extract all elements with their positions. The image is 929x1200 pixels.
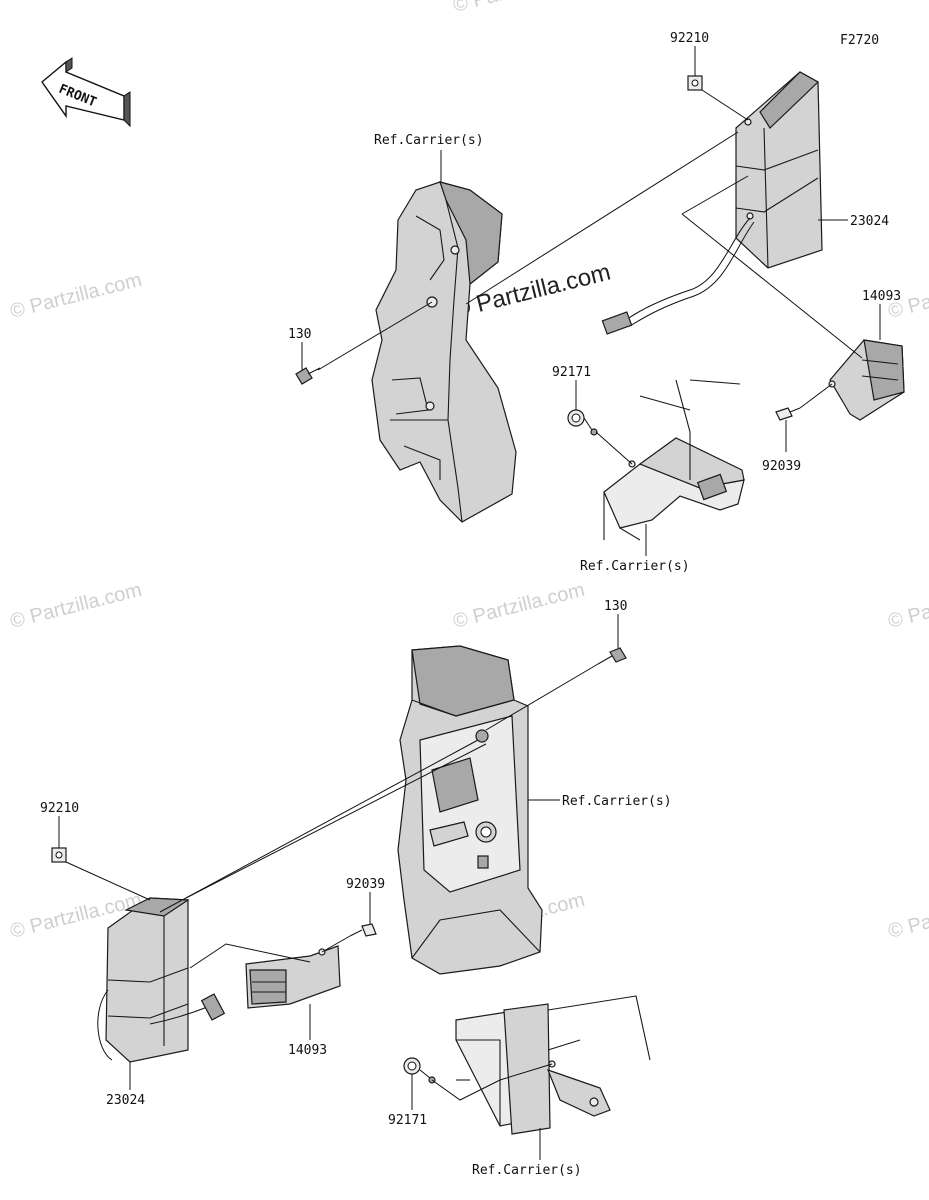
carrier-bracket-top: [603, 379, 745, 541]
front-arrow-icon: FRONT: [41, 57, 131, 128]
clamp-92171-bottom-icon: [403, 1057, 436, 1084]
label-ref-carrier-top-bottom: Ref.Carrier(s): [580, 559, 690, 574]
diagram-code: F2720: [840, 33, 879, 48]
watermark-text: © Partzilla.com: [886, 579, 929, 633]
label-ref-carrier-bottom-right: Ref.Carrier(s): [562, 794, 672, 809]
label-92210-bottom: 92210: [40, 801, 79, 816]
label-14093-bottom: 14093: [288, 1043, 327, 1058]
part-labels: 92210 Ref.Carrier(s) 23024 14093 130 921…: [40, 31, 901, 1178]
lens-14093-bottom: [245, 945, 341, 1009]
leader-lines-bottom: [58, 614, 619, 1160]
carrier-bracket-bottom: [455, 995, 651, 1135]
label-23024-top: 23024: [850, 214, 889, 229]
label-92171-top: 92171: [552, 365, 591, 380]
clamp-92171-top-icon: [567, 409, 598, 436]
leader-lines-top: [301, 46, 881, 556]
label-130-top: 130: [288, 327, 311, 342]
label-130-bottom: 130: [604, 599, 627, 614]
label-ref-carrier-bottom-bottom: Ref.Carrier(s): [472, 1163, 582, 1178]
watermark-text: © Partzilla.com: [451, 0, 587, 17]
label-92210-top: 92210: [670, 31, 709, 46]
tail-lamp-23024-bottom: [97, 897, 226, 1063]
screw-92039-bottom-icon: [349, 923, 377, 937]
label-92171-bottom: 92171: [388, 1113, 427, 1128]
label-92039-top: 92039: [762, 459, 801, 474]
nut-92210-bottom-icon: [51, 847, 67, 863]
bolt-130-bottom-icon: [597, 647, 627, 665]
label-14093-top: 14093: [862, 289, 901, 304]
nut-92210-top-icon: [687, 75, 703, 91]
watermark-text: © Partzilla.com: [451, 579, 587, 633]
screw-92039-top-icon: [775, 407, 801, 421]
carrier-frame-top: [371, 181, 517, 523]
watermark-text: © Partzilla.com: [8, 579, 144, 633]
carrier-housing-bottom: [397, 645, 543, 975]
watermark-text: © Partzilla.com: [8, 269, 144, 323]
bolt-130-top-icon: [295, 367, 321, 385]
label-23024-bottom: 23024: [106, 1093, 145, 1108]
tail-lamp-23024-top: [601, 71, 823, 335]
lens-14093-top: [828, 339, 905, 421]
label-92039-bottom: 92039: [346, 877, 385, 892]
label-ref-carrier-top-left: Ref.Carrier(s): [374, 133, 484, 148]
watermark-text: © Partzilla.com: [886, 889, 929, 943]
